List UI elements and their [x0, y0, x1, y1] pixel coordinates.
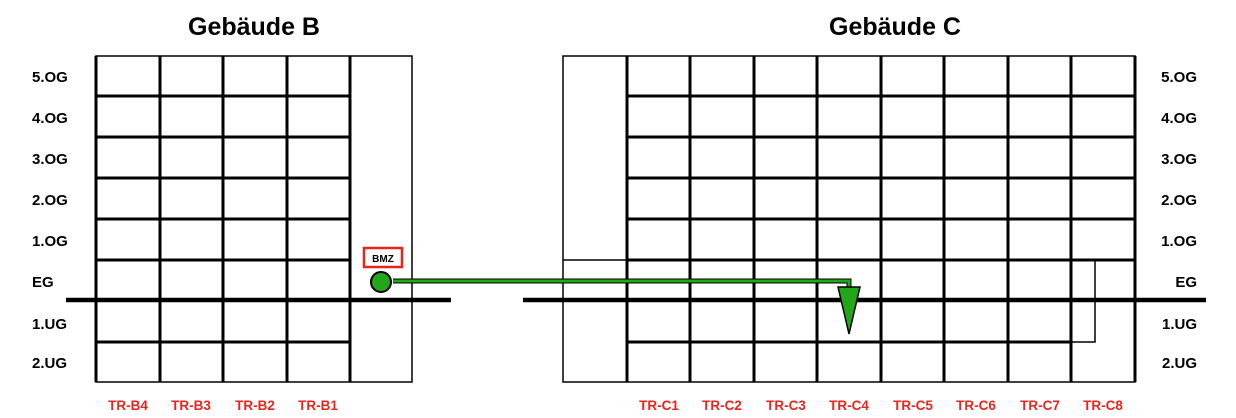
floor-labels-left: 5.OG 4.OG 3.OG 2.OG 1.OG EG 1.UG 2.UG: [32, 69, 68, 372]
floor-label-5og-right: 5.OG: [1161, 69, 1197, 86]
riser-label-tr-c4: TR-C4: [829, 398, 869, 413]
floor-label-4og-left: 4.OG: [32, 110, 68, 127]
floor-label-5og-left: 5.OG: [32, 69, 68, 86]
riser-label-tr-b3: TR-B3: [171, 398, 211, 413]
floor-label-eg-left: EG: [32, 274, 54, 291]
riser-label-tr-c7: TR-C7: [1020, 398, 1060, 413]
floor-label-3og-left: 3.OG: [32, 151, 68, 168]
floor-label-2ug-left: 2.UG: [32, 355, 67, 372]
cable-route: [393, 278, 861, 335]
bmz-marker-icon: [370, 271, 392, 293]
cable-outline: [393, 278, 852, 300]
riser-labels-c: TR-C1 TR-C2 TR-C3 TR-C4 TR-C5 TR-C6 TR-C…: [639, 398, 1123, 413]
floor-label-3og-right: 3.OG: [1161, 151, 1197, 168]
floor-label-eg-right: EG: [1175, 274, 1197, 291]
floor-labels-right: 5.OG 4.OG 3.OG 2.OG 1.OG EG 1.UG 2.UG: [1161, 69, 1197, 372]
bmz-label-box: BMZ: [362, 246, 404, 269]
riser-label-tr-c2: TR-C2: [702, 398, 742, 413]
cable-line: [393, 279, 851, 300]
building-c-title: Gebäude C: [829, 13, 961, 41]
building-b-title: Gebäude B: [188, 13, 320, 41]
riser-label-tr-b1: TR-B1: [298, 398, 338, 413]
building-b-grid: [94, 56, 352, 382]
floor-label-1og-right: 1.OG: [1161, 233, 1197, 250]
floor-label-1ug-left: 1.UG: [32, 316, 67, 333]
riser-label-tr-b2: TR-B2: [235, 398, 275, 413]
bmz-box-border: [362, 246, 404, 269]
building-c-grid: [625, 56, 1137, 382]
bmz-label: BMZ: [372, 254, 394, 265]
riser-label-tr-c5: TR-C5: [893, 398, 933, 413]
riser-labels-b: TR-B4 TR-B3 TR-B2 TR-B1: [108, 398, 338, 413]
building-c-thin-lines: [563, 259, 1096, 343]
floor-label-1og-left: 1.OG: [32, 233, 68, 250]
riser-label-tr-c6: TR-C6: [956, 398, 996, 413]
riser-label-tr-c8: TR-C8: [1083, 398, 1123, 413]
riser-label-tr-c3: TR-C3: [766, 398, 806, 413]
floor-label-2ug-right: 2.UG: [1162, 355, 1197, 372]
riser-label-tr-c1: TR-C1: [639, 398, 679, 413]
floor-label-2og-right: 2.OG: [1161, 192, 1197, 209]
cable-arrow-icon: [837, 286, 861, 335]
floor-label-2og-left: 2.OG: [32, 192, 68, 209]
floor-label-4og-right: 4.OG: [1161, 110, 1197, 127]
floor-label-1ug-right: 1.UG: [1162, 316, 1197, 333]
riser-label-tr-b4: TR-B4: [108, 398, 148, 413]
